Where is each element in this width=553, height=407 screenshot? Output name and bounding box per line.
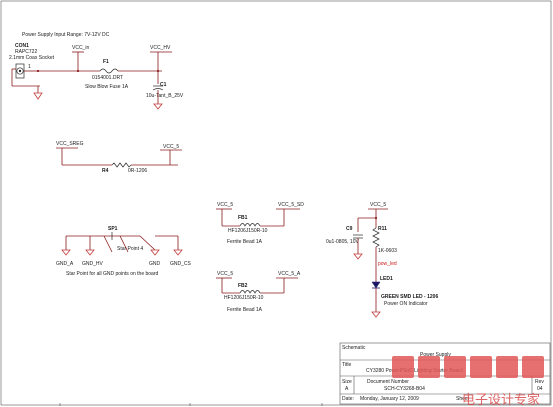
r11-ref: R11 <box>378 226 387 232</box>
tb-title-value: CY3280 PowerPSoC Lighting Starter Board <box>366 368 463 374</box>
fb2-net-out: VCC_5_A <box>278 271 301 277</box>
con1-pin: 1 <box>28 64 31 70</box>
c1-value: 10u-Tant_B_25V <box>146 93 184 99</box>
net-pow-led: pow_led <box>378 261 397 267</box>
f1-part: 0154001.DRT <box>92 75 123 81</box>
tb-schematic-value: Power Supply <box>420 352 451 358</box>
resistor-r4-block: VCC_SREG VCC_5 R4 0R-1206 <box>56 141 182 174</box>
fb2-part: HF1206J150R-10 <box>224 295 264 301</box>
inductor-icon <box>239 223 261 227</box>
r11-value: 1K-0603 <box>378 248 397 254</box>
led-net-vcc: VCC_5 <box>370 202 386 208</box>
ground-icon <box>353 253 363 260</box>
watermark-badge-icon <box>392 356 414 378</box>
inductor-icon <box>239 290 261 294</box>
tb-schematic-label: Schematic <box>342 345 366 351</box>
net-gnd-cs: GND_CS <box>170 261 192 267</box>
resistor-icon <box>372 227 380 248</box>
led1-part: GREEN SMD LED - 1206 <box>381 294 438 300</box>
power-led-block: VCC_5 C9 0u1-0805, 10V R11 1K-0603 pow_l… <box>326 202 438 318</box>
net-vcc-sreg: VCC_SREG <box>56 141 84 147</box>
f1-ref: F1 <box>103 59 109 65</box>
ground-icon <box>371 311 381 318</box>
page-title: Power Supply Input Range: 7V-12V DC <box>22 32 110 38</box>
con1-part: RAPC722 <box>15 49 37 55</box>
capacitor-c1: C1 10u-Tant_B_25V <box>146 82 184 110</box>
tb-doc-label: Document Number <box>367 379 409 385</box>
f1-desc: Slow Blow Fuse 1A <box>85 84 129 90</box>
tb-size-value: A <box>345 386 349 392</box>
connector-con1: CON1 RAPC722 2.1mm Coax Socket 1 <box>9 43 55 100</box>
watermark-logo: 电子设计专家 <box>392 356 544 407</box>
r4-ref: R4 <box>102 168 109 174</box>
c1-ref: C1 <box>160 82 167 88</box>
fb1-ref: FB1 <box>238 215 248 221</box>
fb1-net-in: VCC_5 <box>217 202 233 208</box>
tb-title-label: Title <box>342 362 351 368</box>
ferrite-bead-fb2: VCC_5 VCC_5_A FB2 HF1206J150R-10 Ferrite… <box>216 271 301 313</box>
net-vcc-hv: VCC_HV <box>150 45 171 51</box>
tb-date-value: Monday, January 12, 2009 <box>360 396 419 402</box>
ground-icon <box>61 249 71 256</box>
sp1-label: Star Point 4 <box>117 246 143 252</box>
fuse-icon <box>99 68 119 74</box>
watermark-text: 电子设计专家 <box>462 392 540 407</box>
tb-doc-value: SCH-CY3268-B04 <box>384 386 425 392</box>
ferrite-bead-fb1: VCC_5 VCC_5_SD FB1 HF1206J150R-10 Ferrit… <box>216 202 304 245</box>
c9-ref: C9 <box>346 226 353 232</box>
sp1-desc: Star Point for all GND points on the boa… <box>66 271 158 277</box>
ground-icon <box>85 249 95 256</box>
fb2-net-in: VCC_5 <box>217 271 233 277</box>
c9-value: 0u1-0805, 10V <box>326 239 359 245</box>
coax-socket-icon <box>16 67 24 75</box>
con1-ref: CON1 <box>15 43 29 49</box>
net-gnd-hv: GND_HV <box>82 261 104 267</box>
net-gnd: GND <box>149 261 161 267</box>
con1-desc: 2.1mm Coax Socket <box>9 55 55 61</box>
fb2-desc: Ferrite Bead 1A <box>227 307 263 313</box>
tb-sheet-label: Sheet <box>456 396 470 402</box>
ground-icon <box>150 249 160 256</box>
fb1-desc: Ferrite Bead 1A <box>227 239 263 245</box>
ground-icon <box>33 92 43 100</box>
fuse-f1: F1 0154001.DRT Slow Blow Fuse 1A <box>85 59 129 90</box>
r4-value: 0R-1206 <box>128 168 147 174</box>
fb2-ref: FB2 <box>238 283 248 289</box>
tb-size-label: Size <box>342 379 352 385</box>
tb-rev-label: Rev <box>535 379 544 385</box>
net-gnd-a: GND_A <box>56 261 74 267</box>
tb-date-label: Date: <box>342 396 354 402</box>
led1-desc: Power ON Indicator <box>384 301 428 307</box>
sp1-ref: SP1 <box>108 226 118 232</box>
led1-ref: LED1 <box>380 276 393 282</box>
ground-icon <box>153 103 163 110</box>
star-point-sp1: SP1 Star Point 4 GND_A GND_HV GND GND_CS… <box>56 226 192 277</box>
led-icon <box>371 281 381 289</box>
fb1-net-out: VCC_5_SD <box>278 202 304 208</box>
resistor-icon <box>111 162 132 168</box>
ground-icon <box>173 249 183 256</box>
net-vcc-5: VCC_5 <box>163 144 179 150</box>
tb-rev-value: 04 <box>537 386 543 392</box>
net-vcc-in: VCC_in <box>72 45 89 51</box>
fb1-part: HF1206J150R-10 <box>228 228 268 234</box>
